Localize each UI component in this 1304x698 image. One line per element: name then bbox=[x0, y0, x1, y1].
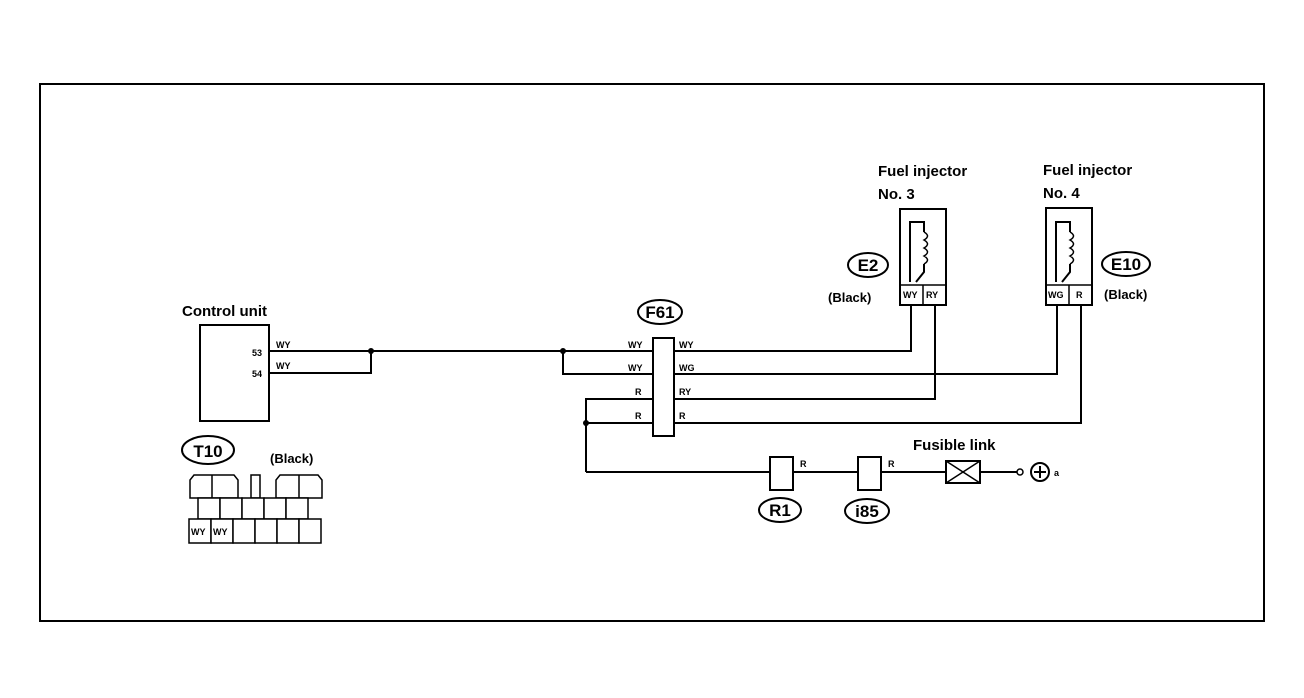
i85-tag-text: i85 bbox=[855, 502, 879, 521]
t10-pin2: WY bbox=[213, 527, 228, 537]
f61-r2: WG bbox=[679, 363, 695, 373]
f61-connector bbox=[652, 337, 675, 437]
control-unit-label: Control unit bbox=[182, 303, 267, 320]
e2-pin2: RY bbox=[926, 290, 938, 300]
e10-black: (Black) bbox=[1104, 287, 1147, 302]
battery-plus-icon bbox=[1030, 462, 1050, 482]
e10-tag-text: E10 bbox=[1111, 255, 1141, 274]
r1-tag bbox=[758, 497, 802, 523]
f61-l4: R bbox=[635, 411, 642, 421]
fusible-link-label: Fusible link bbox=[913, 437, 996, 454]
fusible-link-icon bbox=[945, 460, 981, 484]
pin-54-label: 54 bbox=[252, 369, 262, 379]
f61-l3: R bbox=[635, 387, 642, 397]
t10-tag-text: T10 bbox=[193, 442, 222, 461]
pin-53-label: 53 bbox=[252, 348, 262, 358]
i85-out-label: R bbox=[888, 459, 895, 469]
f61-l2: WY bbox=[628, 363, 643, 373]
e2-black: (Black) bbox=[828, 290, 871, 305]
cu-54-wire-label: WY bbox=[276, 361, 291, 371]
fuel-injector-4-label: Fuel injector bbox=[1043, 162, 1132, 179]
f61-l1: WY bbox=[628, 340, 643, 350]
t10-black: (Black) bbox=[270, 451, 313, 466]
e2-pin1: WY bbox=[903, 290, 918, 300]
cu-53-wire-label: WY bbox=[276, 340, 291, 350]
e10-pin1: WG bbox=[1048, 290, 1064, 300]
e2-tag-text: E2 bbox=[858, 256, 879, 275]
coil-icon bbox=[909, 221, 929, 283]
control-unit-box bbox=[199, 324, 270, 422]
f61-r4: R bbox=[679, 411, 686, 421]
f61-tag bbox=[637, 299, 683, 325]
t10-connector-face bbox=[188, 474, 323, 544]
fuel-injector-3-no: No. 3 bbox=[878, 186, 915, 203]
t10-pin1: WY bbox=[191, 527, 206, 537]
coil-icon bbox=[1055, 221, 1075, 283]
e10-tag bbox=[1101, 251, 1151, 277]
f61-tag-text: F61 bbox=[645, 303, 674, 322]
f61-r1: WY bbox=[679, 340, 694, 350]
t10-tag bbox=[181, 435, 235, 465]
e2-tag bbox=[847, 252, 889, 278]
battery-a-label: a bbox=[1054, 468, 1060, 478]
wires bbox=[269, 305, 1082, 476]
fuel-injector-3-label: Fuel injector bbox=[878, 163, 967, 180]
i85-tag bbox=[844, 498, 890, 524]
e10-pin2: R bbox=[1076, 290, 1083, 300]
diagram-frame bbox=[39, 83, 1265, 622]
i85-connector bbox=[857, 456, 882, 491]
f61-r3: RY bbox=[679, 387, 691, 397]
r1-out-label: R bbox=[800, 459, 807, 469]
fuel-injector-4-no: No. 4 bbox=[1043, 185, 1080, 202]
r1-tag-text: R1 bbox=[769, 501, 791, 520]
r1-connector bbox=[769, 456, 794, 491]
